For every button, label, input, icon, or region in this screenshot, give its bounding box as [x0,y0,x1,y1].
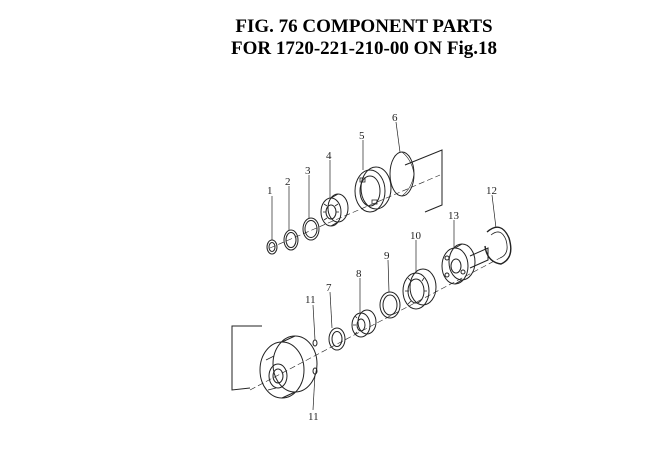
callout-9: 9 [384,250,390,262]
callout-13: 13 [448,210,460,222]
figure-title-line-1: FIG. 76 COMPONENT PARTS [235,16,493,37]
part-6-disc [389,151,415,197]
callout-8: 8 [356,268,362,280]
part-7-washer [328,327,346,351]
part-13-shaft-housing [441,243,489,285]
part-4-gear-hub [320,193,349,227]
callout-5: 5 [359,130,365,142]
callout-11-lower: 11 [308,411,319,423]
part-5-ring-gear [354,166,392,213]
part-10-gear-ring [402,268,437,310]
leader-lines [271,121,497,411]
upper-bracket [404,149,443,213]
callout-11-upper: 11 [305,294,316,306]
part-8-small-gear [351,309,377,338]
callout-4: 4 [326,150,332,162]
callout-6: 6 [392,112,398,124]
lower-centerline [249,257,501,391]
callout-1: 1 [267,185,273,197]
callout-7: 7 [326,282,332,294]
lower-bracket [231,325,262,391]
part-9-ring [379,291,401,319]
main-housing [259,335,318,399]
part-12-snap-ring [484,226,512,265]
callout-12: 12 [486,185,497,197]
callout-10: 10 [410,230,422,242]
callout-2: 2 [285,176,291,188]
callout-3: 3 [305,165,311,177]
figure-title-line-2: FOR 1720-221-210-00 ON Fig.18 [231,38,497,59]
part-3-ring [302,217,320,241]
part-2-ring [283,229,299,251]
